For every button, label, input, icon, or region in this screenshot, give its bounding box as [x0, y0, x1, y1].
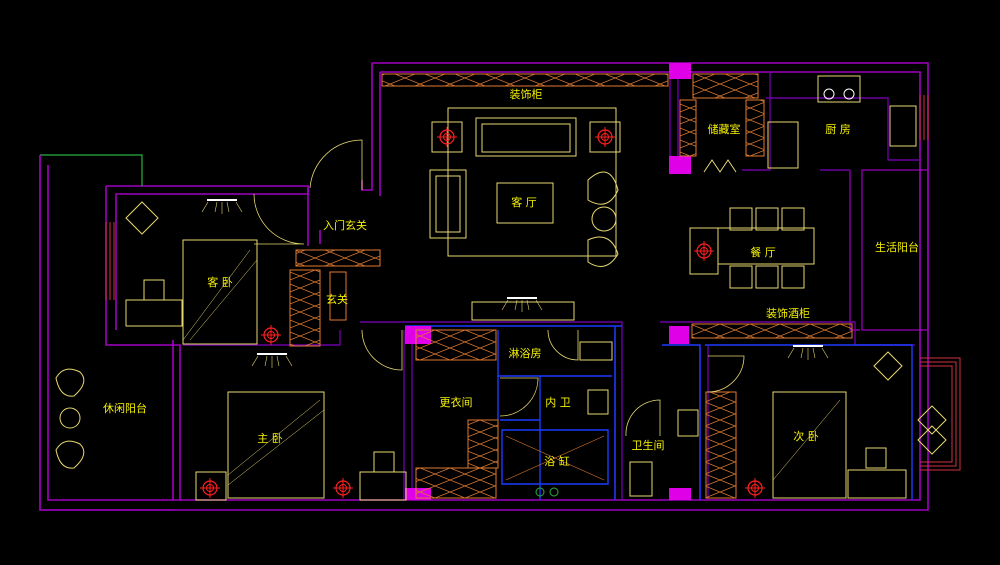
label-walk-in-closet: 更衣间: [440, 395, 473, 409]
label-leisure-balcony: 休闲阳台: [103, 401, 147, 415]
guest-bedroom-furniture: [125, 201, 258, 345]
leisure-balcony-outline: [39, 154, 173, 511]
label-entry: 入门玄关: [323, 218, 367, 232]
bathroom-partitions: [405, 325, 913, 500]
kitchen-fixtures: [703, 75, 917, 173]
label-living: 客 厅: [511, 195, 537, 209]
label-wine-cabinet: 装饰酒柜: [766, 306, 810, 320]
label-shower: 淋浴房: [509, 347, 542, 360]
door-swing-icon: [253, 139, 745, 437]
label-guest-bedroom: 客 卧: [207, 275, 233, 289]
second-bedroom-furniture: [772, 351, 907, 499]
stove-icon: [817, 75, 861, 103]
washbasin-icon: [587, 389, 609, 415]
dining-furniture: [689, 207, 815, 289]
cabinets: [289, 73, 853, 499]
room-labels: 装饰柜 储藏室 厨 房 入门玄关 客 厅 餐 厅 生活阳台 客 卧 玄关 装饰酒…: [103, 87, 919, 468]
label-foyer: 玄关: [326, 292, 348, 306]
label-master-bedroom: 主 卧: [257, 432, 283, 445]
label-decor-cabinet: 装饰柜: [510, 87, 543, 101]
label-toilet-room: 卫生间: [632, 438, 665, 452]
toilet-icon: [629, 461, 653, 497]
label-master-bath: 内 卫: [545, 395, 571, 409]
label-kitchen: 厨 房: [825, 123, 851, 136]
master-bedroom-furniture: [195, 391, 407, 501]
living-room-furniture: [429, 107, 621, 321]
label-second-bedroom: 次 卧: [793, 429, 819, 443]
windows: [105, 95, 961, 471]
label-storage: 储藏室: [708, 122, 741, 136]
chair-icon: [55, 368, 947, 469]
label-utility-balcony: 生活阳台: [875, 240, 919, 254]
label-bathtub: 浴 缸: [544, 454, 570, 468]
label-dining: 餐 厅: [750, 245, 776, 259]
toilet-icon: [579, 341, 613, 361]
bathroom-fixtures: [505, 341, 699, 497]
